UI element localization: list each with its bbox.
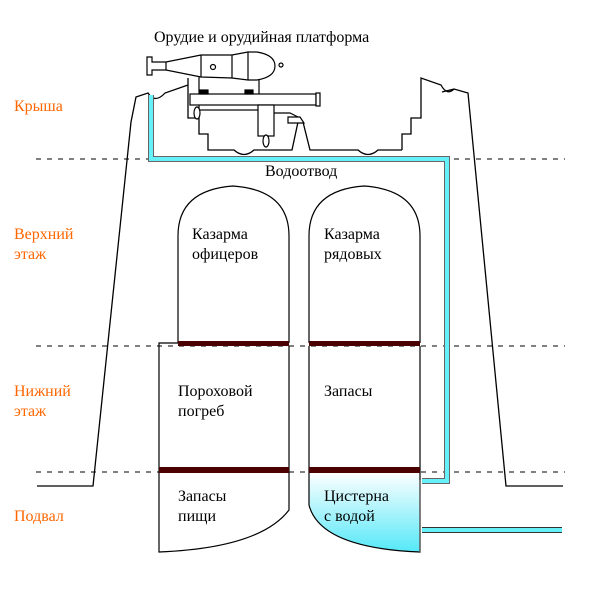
floor-label-lower-line1: Нижний: [14, 383, 71, 400]
floor-label-lower: Нижний этаж: [14, 382, 71, 422]
room-label-line: Казарма: [192, 226, 248, 243]
floor-label-upper-line2: этаж: [14, 246, 47, 263]
drain-label: Водоотвод: [265, 163, 338, 180]
gun-platform: [187, 78, 402, 156]
room-label-line: Запасы: [178, 488, 227, 505]
floor-label-basement: Подвал: [14, 508, 64, 525]
powder-magazine-wall: [158, 342, 290, 553]
room-label-line: Цистерна: [324, 488, 389, 505]
cistern: [309, 472, 420, 552]
room-water-cistern: Цистерна с водой: [324, 487, 389, 527]
room-label-line: Запасы: [324, 383, 373, 400]
room-label-line: с водой: [324, 508, 375, 525]
room-powder-magazine: Пороховой погреб: [178, 382, 253, 422]
floor-label-roof: Крыша: [14, 98, 63, 115]
room-stores: Запасы: [324, 382, 372, 402]
floor-divider-lines: [36, 158, 565, 473]
drain-pipe: [148, 95, 562, 533]
soldiers-barracks-wall: [308, 185, 421, 343]
officers-barracks-wall: [177, 185, 290, 343]
beam-officers: [178, 341, 289, 346]
left-outer-wall: [37, 84, 189, 487]
stores-wall: [308, 346, 421, 553]
right-outer-wall: [441, 88, 563, 487]
right-parapet: [401, 77, 455, 150]
room-officers-barracks: Казарма офицеров: [192, 225, 258, 265]
room-label-line: офицеров: [192, 246, 259, 263]
beam-stores: [309, 467, 420, 473]
room-label-line: Пороховой: [178, 383, 253, 400]
gun-carriage: [189, 89, 321, 148]
room-soldiers-barracks: Казарма рядовых: [324, 225, 382, 265]
floor-label-upper: Верхний этаж: [14, 225, 73, 265]
room-label-line: погреб: [178, 403, 225, 420]
diagram-title: Орудие и орудийная платформа: [154, 29, 370, 46]
beam-soldiers: [309, 341, 420, 346]
beam-powder: [159, 467, 289, 473]
floor-label-lower-line2: этаж: [14, 403, 47, 420]
floor-label-upper-line1: Верхний: [14, 226, 74, 243]
room-label-line: Казарма: [324, 226, 380, 243]
room-label-line: пищи: [178, 508, 217, 525]
cannon: [146, 51, 284, 111]
floor-beams: [159, 341, 420, 473]
room-food-stores: Запасы пищи: [178, 487, 226, 527]
room-label-line: рядовых: [324, 246, 382, 263]
